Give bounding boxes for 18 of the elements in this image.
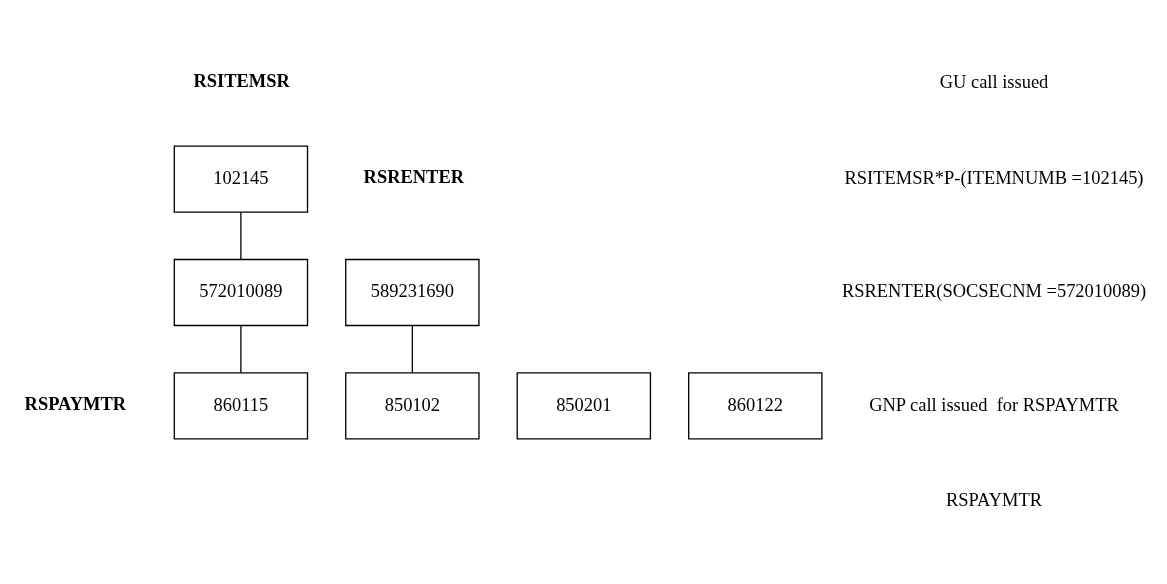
connector <box>240 211 242 260</box>
label: RSRENTER(SOCSECNM =572010089) <box>841 280 1147 301</box>
label: RSPAYMTR <box>945 489 1043 510</box>
node-box: 572010089 <box>173 258 309 326</box>
node-box: 850102 <box>345 371 480 440</box>
node-box: 102145 <box>173 144 309 213</box>
label: GNP call issued for RSPAYMTR <box>869 394 1119 415</box>
label: RSITEMSR*P-(ITEMNUMB =102145) <box>844 167 1144 188</box>
node-box: 860115 <box>173 371 309 440</box>
label: GU call issued <box>939 71 1049 92</box>
node-box: 860122 <box>688 371 823 440</box>
connector <box>411 324 414 373</box>
node-box: 850201 <box>516 371 652 440</box>
connector <box>240 324 242 373</box>
label: RSRENTER <box>363 166 465 187</box>
label: RSPAYMTR <box>24 392 127 413</box>
node-box: 589231690 <box>345 258 480 326</box>
label: RSITEMSR <box>193 70 290 91</box>
